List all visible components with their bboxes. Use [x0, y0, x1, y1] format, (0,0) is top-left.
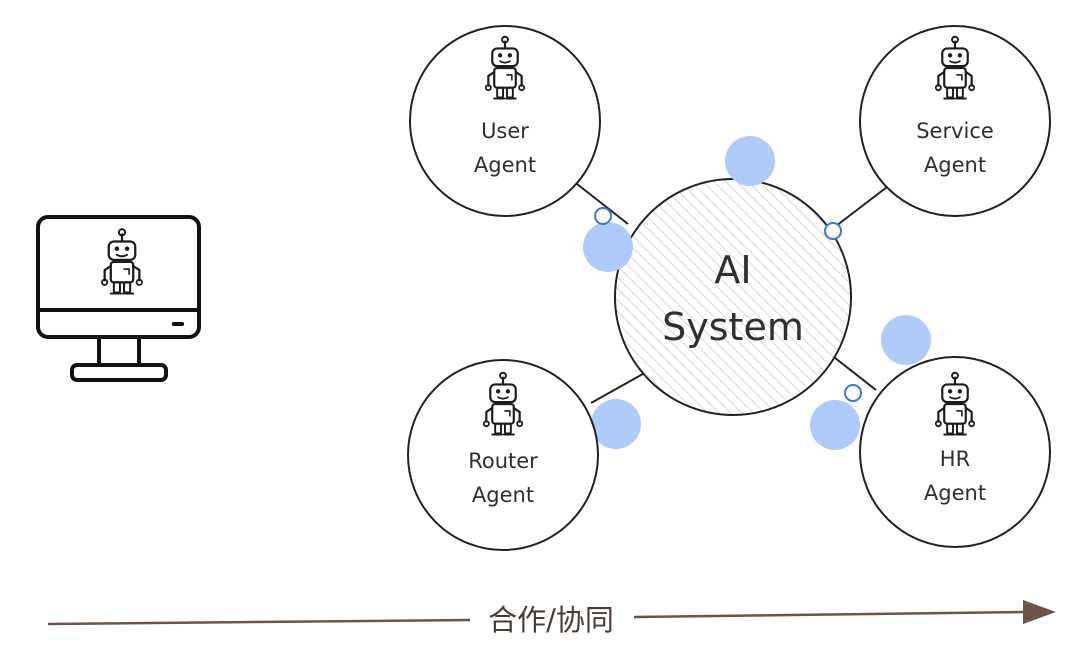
monitor-neck [97, 335, 141, 367]
ai-system-title-line1: AI [714, 248, 751, 292]
agent-circle [407, 359, 599, 551]
hr-agent-connection [829, 353, 877, 391]
bubble-lower-right [810, 400, 860, 450]
center-node: AI System [614, 178, 852, 416]
axis-line-right [633, 610, 1027, 619]
agent-label-line2: Agent [924, 153, 986, 177]
connector-node-hr [844, 384, 862, 402]
service-agent-connection [835, 186, 888, 227]
message-bubbles [583, 136, 931, 450]
agent-label-line2: Agent [924, 481, 986, 505]
connection-lines [576, 183, 888, 404]
agent-node-hr: HR Agent [859, 356, 1051, 548]
monitor-base [70, 363, 168, 382]
agent-circle [859, 25, 1051, 217]
agent-label-line2: Agent [472, 483, 534, 507]
agent-label-line1: HR [940, 447, 970, 471]
ai-system-title-line2: System [662, 305, 804, 349]
agent-node-router: Router Agent [407, 359, 599, 551]
connector-node-service [824, 222, 842, 240]
connector-node-user [594, 207, 612, 225]
ai-system-circle [614, 178, 852, 416]
axis-label: 合作/协同 [488, 603, 614, 637]
bubble-lower-left [591, 399, 641, 449]
bubble-upper-left [583, 222, 633, 272]
axis-line-left [47, 618, 471, 626]
agent-label-line2: Agent [474, 153, 536, 177]
agent-node-user: User Agent [409, 25, 601, 217]
collaboration-axis: 合作/协同 [47, 600, 1056, 637]
agent-circle [409, 25, 601, 217]
agent-label-line1: User [481, 119, 529, 143]
agent-label-line1: Router [468, 449, 538, 473]
bubble-top [725, 136, 775, 186]
user-agent-connection [576, 183, 629, 225]
agent-circle [859, 356, 1051, 548]
monitor-frame [36, 215, 201, 339]
agent-label-line1: Service [916, 119, 994, 143]
bubble-right [881, 315, 931, 365]
arrow-head-icon [1023, 600, 1056, 624]
router-agent-connection [590, 369, 651, 404]
agent-node-service: Service Agent [859, 25, 1051, 217]
computer-monitor-icon [36, 215, 201, 382]
monitor-power-indicator [172, 322, 184, 326]
